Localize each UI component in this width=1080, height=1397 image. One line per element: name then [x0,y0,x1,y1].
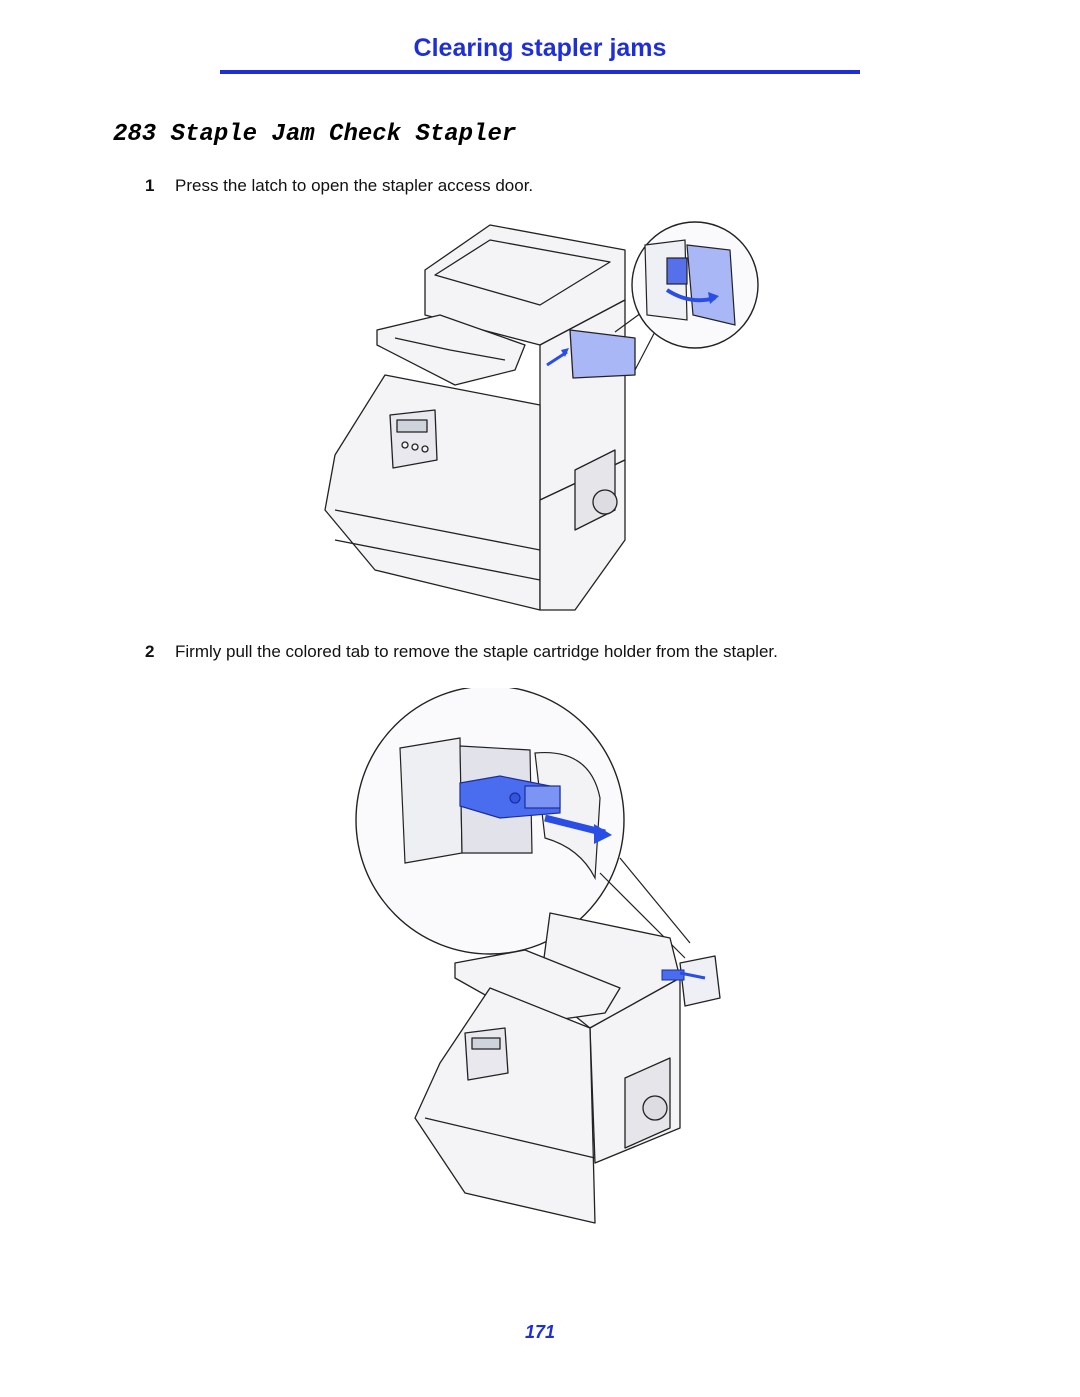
printer-stapler-door-icon [324,221,759,611]
step-number: 2 [145,642,155,661]
step-number: 1 [145,176,155,195]
page-number: 171 [524,1322,556,1342]
message-title: 283 Staple Jam Check Stapler [113,121,517,148]
step-text: Press the latch to open the stapler acce… [175,176,534,195]
step-text: Firmly pull the colored tab to remove th… [175,642,778,661]
printer-stapler-door-illustration [315,210,765,620]
header-rule [220,70,860,74]
step-1: 1 Press the latch to open the stapler acc… [145,176,533,196]
step-2: 2 Firmly pull the colored tab to remove t… [145,642,778,662]
staple-cartridge-icon [355,685,721,1224]
section-title: Clearing stapler jams [413,34,667,62]
printer-staple-cartridge-illustration [350,685,735,1228]
